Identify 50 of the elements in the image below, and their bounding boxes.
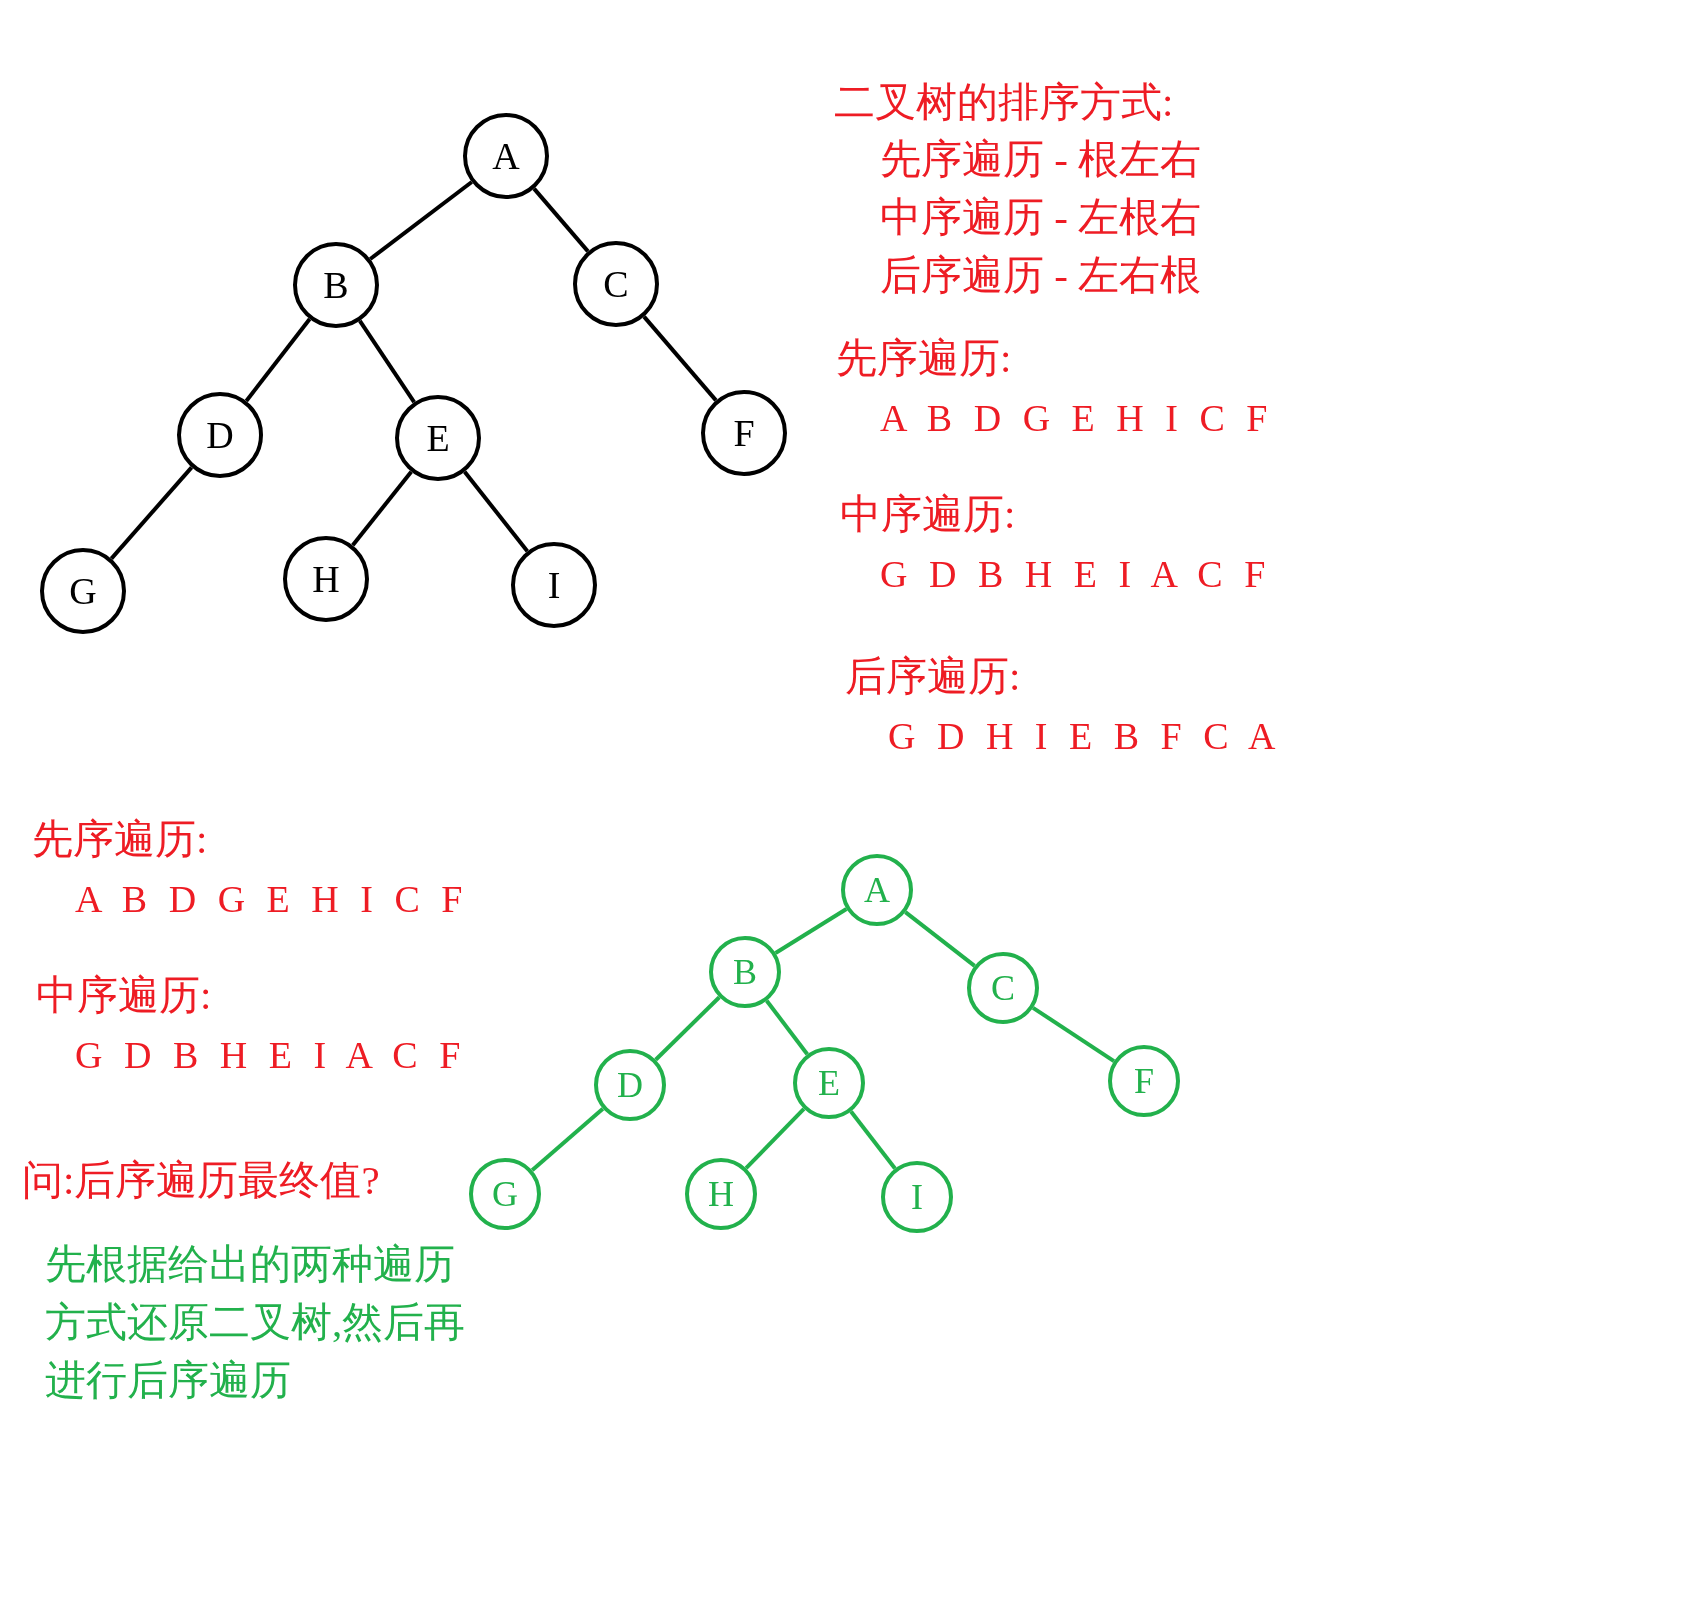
heading-text: 二叉树的排序方式:	[834, 78, 1174, 127]
tree-node-circle: B	[709, 936, 781, 1008]
connector-line	[109, 466, 194, 560]
traversal-sequence: A B D G E H I C F	[75, 877, 463, 922]
heading-text: 中序遍历:	[840, 490, 1016, 539]
tree-node-circle: A	[841, 854, 913, 926]
tree-node-circle: A	[463, 113, 549, 199]
connector-line	[463, 470, 529, 553]
tree-node-circle: I	[881, 1161, 953, 1233]
tree-node-circle: E	[793, 1047, 865, 1119]
question-text: 问:后序遍历最终值?	[22, 1156, 380, 1205]
heading-text: 中序遍历:	[36, 971, 212, 1020]
connector-line	[351, 470, 413, 547]
heading-text: 先序遍历:	[836, 334, 1012, 383]
tree-node-circle: D	[177, 392, 263, 478]
tree-node-circle: B	[293, 242, 379, 328]
heading-text: 后序遍历:	[845, 652, 1021, 701]
connector-line	[1031, 1006, 1116, 1063]
rule-text: 后序遍历 - 左右根	[880, 251, 1202, 300]
tree-node-circle: G	[469, 1158, 541, 1230]
connector-line	[904, 910, 976, 968]
tree-node-circle: H	[283, 536, 369, 622]
tree-node-circle: F	[1108, 1045, 1180, 1117]
heading-text: 先序遍历:	[32, 815, 208, 864]
connector-line	[532, 187, 590, 253]
traversal-sequence: G D H I E B F C A	[888, 714, 1276, 759]
tree-node-circle: G	[40, 548, 126, 634]
connector-line	[774, 907, 848, 955]
connector-line	[642, 315, 718, 402]
tree-node-circle: D	[594, 1049, 666, 1121]
tree-node-circle: C	[967, 952, 1039, 1024]
connector-line	[744, 1107, 806, 1170]
answer-paragraph: 先根据给出的两种遍历方式还原二叉树,然后再进行后序遍历	[45, 1240, 467, 1405]
tree-node-circle: C	[573, 241, 659, 327]
traversal-sequence: G D B H E I A C F	[880, 552, 1266, 597]
traversal-sequence: A B D G E H I C F	[880, 396, 1268, 441]
connector-line	[358, 319, 416, 404]
connector-line	[530, 1107, 605, 1172]
rule-text: 中序遍历 - 左根右	[880, 193, 1202, 242]
connector-line	[765, 999, 809, 1056]
connector-line	[244, 317, 312, 403]
connector-line	[654, 995, 721, 1062]
tree-node-circle: I	[511, 542, 597, 628]
tree-node-circle: E	[395, 395, 481, 481]
connector-line	[369, 180, 473, 261]
tree-node-circle: H	[685, 1158, 757, 1230]
connector-line	[849, 1110, 897, 1170]
rule-text: 先序遍历 - 根左右	[880, 135, 1202, 184]
tree-node-circle: F	[701, 390, 787, 476]
traversal-sequence: G D B H E I A C F	[75, 1033, 461, 1078]
